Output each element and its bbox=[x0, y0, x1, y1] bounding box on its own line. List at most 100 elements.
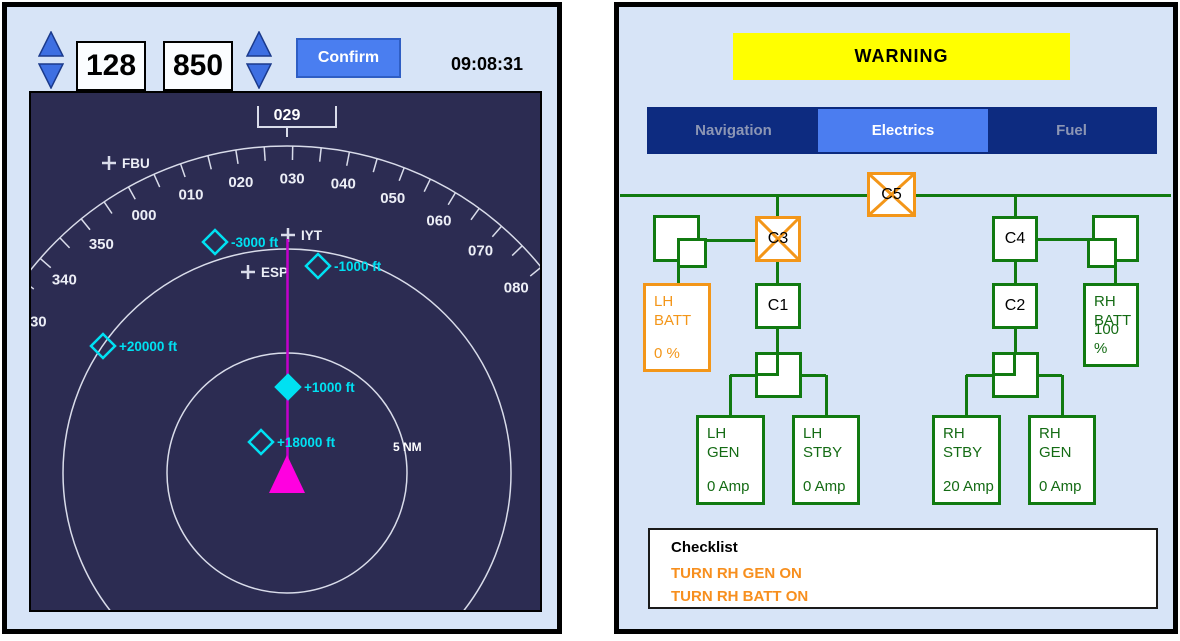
wire bbox=[775, 195, 779, 217]
compass-label-070: 070 bbox=[468, 243, 493, 260]
navigation-panel: 128 850 Confirm 09:08:31 330340350000010… bbox=[0, 2, 615, 641]
traffic-altitude-label: -1000 ft bbox=[334, 259, 382, 274]
component-label: LH bbox=[707, 425, 727, 442]
radar-display: 330340350000010020030040050060070080029F… bbox=[0, 93, 615, 641]
component-value: 0 % bbox=[654, 345, 680, 362]
compass-tick bbox=[318, 147, 322, 162]
wire bbox=[1038, 373, 1062, 377]
wire bbox=[1013, 195, 1017, 217]
open-cross-icon bbox=[755, 216, 801, 262]
traffic-diamond-icon bbox=[304, 252, 332, 280]
range-label: 5 NM bbox=[393, 440, 422, 454]
component-label: STBY bbox=[803, 444, 843, 461]
component-label: RH bbox=[1039, 425, 1061, 442]
breaker-C5[interactable]: C5 bbox=[867, 172, 916, 217]
compass-label-340: 340 bbox=[52, 272, 77, 289]
open-cross-icon bbox=[867, 172, 916, 217]
compass-label-020: 020 bbox=[228, 174, 253, 191]
component-lh-batt[interactable]: LH BATT 0 % bbox=[643, 283, 711, 372]
altitude-value-field[interactable]: 850 bbox=[163, 41, 233, 91]
tab-fuel[interactable]: Fuel bbox=[988, 109, 1155, 152]
compass-tick bbox=[80, 218, 91, 231]
wire bbox=[801, 373, 826, 377]
compass-label-030: 030 bbox=[280, 170, 305, 187]
wire bbox=[824, 375, 828, 416]
wire bbox=[775, 328, 779, 353]
compass-tick bbox=[235, 149, 239, 164]
radar-canvas: 330340350000010020030040050060070080029F… bbox=[0, 106, 615, 641]
wire bbox=[701, 238, 756, 242]
decrement-button[interactable] bbox=[37, 63, 65, 90]
compass-tick bbox=[511, 245, 523, 257]
component-label: STBY bbox=[943, 444, 983, 461]
tab-navigation[interactable]: Navigation bbox=[649, 109, 818, 152]
compass-tick bbox=[127, 186, 136, 200]
component-label: BATT bbox=[654, 312, 692, 329]
heading-spinner bbox=[37, 30, 65, 90]
increment-button[interactable] bbox=[37, 30, 65, 57]
heading-readout: 029 bbox=[274, 107, 301, 124]
master-warning-banner[interactable]: WARNING bbox=[733, 33, 1070, 80]
traffic-altitude-label: -3000 ft bbox=[231, 235, 279, 250]
wire bbox=[1113, 266, 1117, 284]
compass-tick bbox=[103, 201, 113, 214]
component-value: 0 Amp bbox=[803, 478, 846, 495]
traffic-altitude-label: +18000 ft bbox=[277, 435, 336, 450]
breaker-C3[interactable]: C3 bbox=[755, 216, 801, 262]
component-rh-stby[interactable]: RH STBY 20 Amp bbox=[932, 415, 1001, 505]
component-value: 20 Amp bbox=[943, 478, 994, 495]
waypoint-label: FBU bbox=[122, 156, 150, 171]
checklist-item: TURN RH BATT ON bbox=[671, 588, 809, 605]
compass-tick bbox=[345, 151, 351, 166]
traffic-altitude-label: +20000 ft bbox=[119, 339, 178, 354]
component-label: BATT bbox=[1094, 312, 1132, 329]
traffic-diamond-icon bbox=[274, 373, 302, 401]
wire bbox=[1013, 328, 1017, 353]
checklist-title: Checklist bbox=[671, 539, 738, 556]
heading-value-field[interactable]: 128 bbox=[76, 41, 146, 91]
breaker-label: C5 bbox=[881, 185, 902, 203]
breaker-label: C1 bbox=[767, 297, 789, 314]
compass-label-000: 000 bbox=[131, 207, 156, 224]
confirm-button[interactable]: Confirm bbox=[296, 38, 401, 78]
increment-button[interactable] bbox=[245, 30, 273, 57]
breaker-label: C3 bbox=[767, 230, 789, 247]
wire bbox=[964, 375, 968, 416]
decrement-button[interactable] bbox=[245, 63, 273, 90]
compass-tick bbox=[398, 167, 405, 182]
compass-tick bbox=[179, 163, 186, 178]
compass-tick bbox=[491, 225, 503, 238]
wire bbox=[775, 261, 779, 284]
component-value: 100 % bbox=[1094, 321, 1120, 357]
component-label: GEN bbox=[707, 444, 740, 461]
system-tab-bar: Navigation Electrics Fuel bbox=[647, 107, 1157, 154]
component-label: RH bbox=[943, 425, 965, 442]
tab-electrics[interactable]: Electrics bbox=[818, 109, 988, 152]
breaker-C2[interactable]: C2 bbox=[992, 283, 1038, 329]
component-label: GEN bbox=[1039, 444, 1072, 461]
breaker-C4[interactable]: C4 bbox=[992, 216, 1038, 262]
contactor-switch bbox=[677, 238, 707, 268]
compass-tick bbox=[423, 178, 432, 193]
breaker-C1[interactable]: C1 bbox=[755, 283, 801, 329]
contactor-switch bbox=[755, 352, 779, 376]
contactor-switch bbox=[1087, 238, 1117, 268]
waypoint-label: IYT bbox=[301, 228, 323, 243]
wire bbox=[676, 266, 680, 284]
component-label: LH bbox=[654, 293, 674, 310]
compass-label-080: 080 bbox=[504, 280, 529, 297]
compass-tick bbox=[207, 155, 213, 170]
compass-tick bbox=[263, 146, 266, 161]
compass-tick bbox=[39, 257, 52, 269]
ownship-icon bbox=[269, 455, 305, 493]
breaker-label: C4 bbox=[1004, 230, 1026, 247]
component-label: RH bbox=[1094, 293, 1116, 310]
